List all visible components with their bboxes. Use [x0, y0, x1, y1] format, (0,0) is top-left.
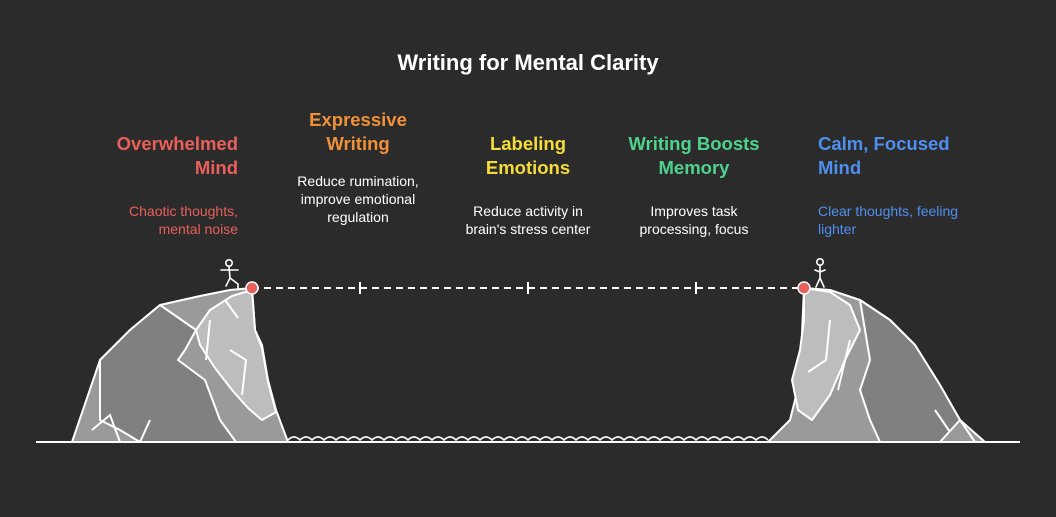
- stage-description: Chaotic thoughts, mental noise: [129, 203, 238, 237]
- stage-description: Clear thoughts, feeling lighter: [818, 203, 959, 237]
- stage-calm-focused-mind: Calm, Focused Mind Clear thoughts, feeli…: [818, 132, 988, 238]
- stage-overwhelmed-mind: Overwhelmed Mind Chaotic thoughts, menta…: [90, 132, 238, 238]
- stage-heading: Labeling Emotions: [485, 133, 571, 178]
- waves-icon: [287, 436, 769, 442]
- right-cliff-icon: [767, 287, 986, 443]
- stage-description: Reduce activity in brain's stress center: [465, 203, 591, 237]
- stage-heading: Overwhelmed Mind: [116, 133, 238, 178]
- start-point: [245, 281, 259, 295]
- stage-description: Improves task processing, focus: [639, 203, 749, 237]
- walking-person-icon: [220, 258, 239, 289]
- stage-heading: Writing Boosts Memory: [628, 133, 760, 178]
- stage-heading: Expressive Writing: [309, 109, 407, 154]
- standing-person-icon: [814, 257, 826, 288]
- page-title: Writing for Mental Clarity: [397, 50, 659, 75]
- stage-labeling-emotions: Labeling Emotions Reduce activity in bra…: [448, 132, 608, 238]
- stage-description: Reduce rumination, improve emotional reg…: [297, 173, 419, 225]
- left-cliff-icon: [71, 287, 289, 443]
- stage-expressive-writing: Expressive Writing Reduce rumination, im…: [278, 108, 438, 226]
- stage-writing-boosts-memory: Writing Boosts Memory Improves task proc…: [612, 132, 776, 238]
- stage-heading: Calm, Focused Mind: [818, 133, 950, 178]
- end-point: [797, 281, 811, 295]
